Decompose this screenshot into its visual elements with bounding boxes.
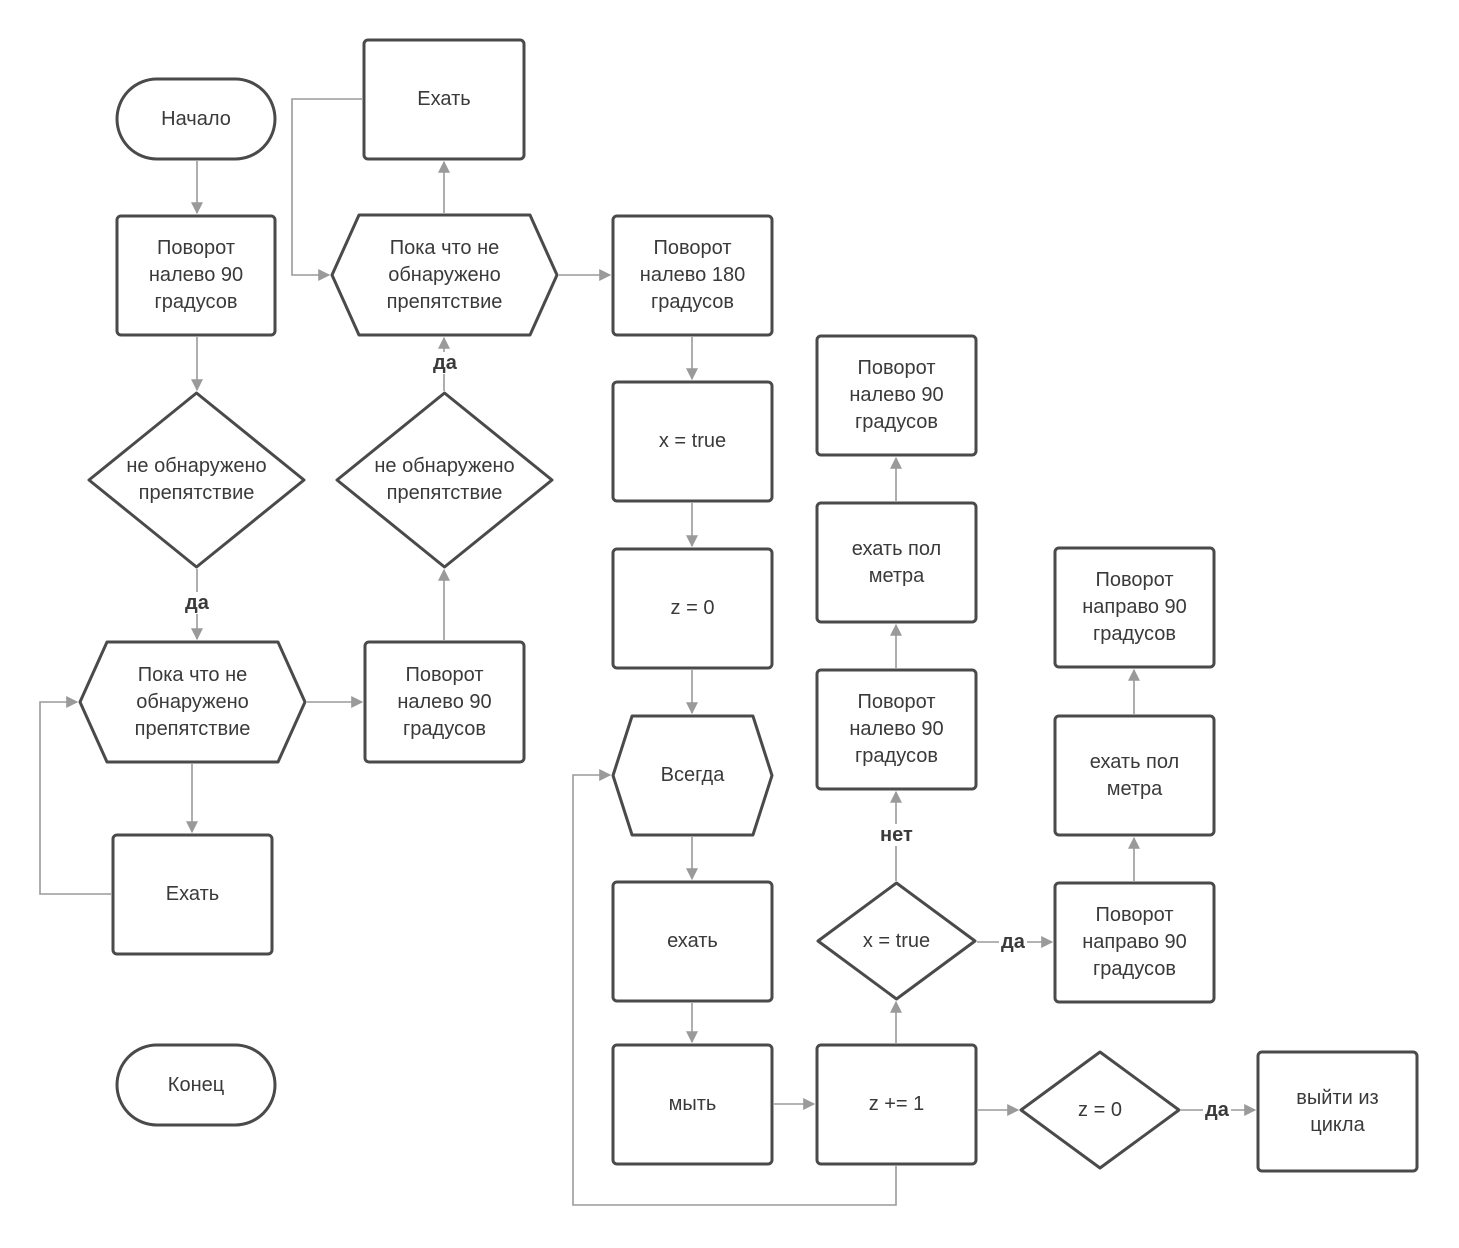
z-zero-assign-box: [611, 547, 774, 670]
yes-label-4: да: [1203, 1099, 1231, 1121]
z-increment-box: [815, 1043, 978, 1166]
x-true-check-diamond: [816, 881, 977, 1001]
end-terminal: [115, 1043, 277, 1127]
turn-left-90-box-2: [363, 640, 526, 764]
x-true-assign-box: [611, 380, 774, 503]
yes-label: да: [183, 592, 211, 614]
turn-left-90-box-4: [815, 334, 978, 457]
yes-label-2: да: [431, 352, 459, 374]
no-label: нет: [878, 824, 915, 846]
start-terminal: [115, 77, 277, 161]
drive-box-2: [362, 38, 526, 161]
turn-left-90-box-3: [815, 668, 978, 791]
flow-connector: [572, 769, 897, 1206]
turn-right-90-box-2: [1053, 546, 1216, 669]
flow-connector: [39, 696, 111, 895]
obstacle-check-diamond: [87, 391, 306, 569]
drive-half-meter-box: [815, 501, 978, 624]
z-zero-check-diamond: [1019, 1050, 1181, 1170]
shapes: [78, 38, 1419, 1173]
while-no-obstacle-loop: [78, 640, 307, 764]
always-loop-hexagon: [611, 714, 774, 837]
exit-loop-box: [1256, 1050, 1419, 1173]
obstacle-check-diamond-2: [335, 391, 554, 569]
drive-box-3: [611, 880, 774, 1003]
turn-right-90-box: [1053, 881, 1216, 1004]
flow-connector: [291, 98, 362, 281]
while-no-obstacle-loop-2: [330, 213, 559, 337]
drive-box: [111, 833, 274, 956]
drive-half-meter-box-2: [1053, 714, 1216, 837]
turn-left-180-box: [611, 214, 774, 337]
yes-label-3: да: [999, 931, 1027, 953]
wash-box: [611, 1043, 774, 1166]
turn-left-90-box: [115, 214, 277, 337]
